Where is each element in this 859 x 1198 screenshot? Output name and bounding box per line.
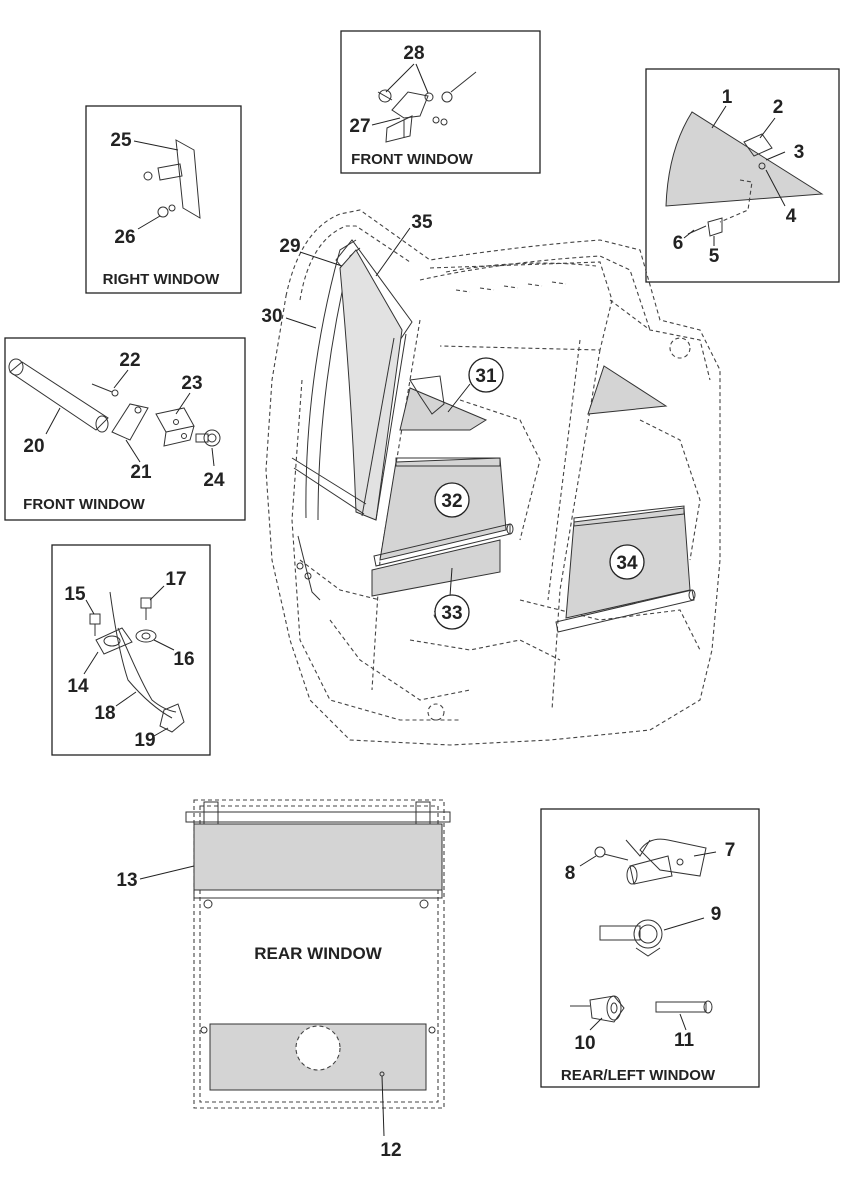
callout-13: 13 <box>116 870 137 891</box>
callout-15: 15 <box>64 584 86 605</box>
callout-1: 1 <box>722 87 733 108</box>
callout-17: 17 <box>165 569 186 590</box>
callout-26: 26 <box>114 227 135 248</box>
callout-3: 3 <box>794 142 805 163</box>
latch-panel: 15 17 16 14 18 19 <box>51 544 211 756</box>
callout-14: 14 <box>67 676 89 697</box>
callout-6: 6 <box>673 233 684 254</box>
rear-window: REAR WINDOW 13 12 <box>116 799 451 1161</box>
callout-4: 4 <box>786 206 797 227</box>
callout-22: 22 <box>119 350 140 371</box>
callout-20: 20 <box>23 436 44 457</box>
callout-8: 8 <box>565 863 576 884</box>
callout-29: 29 <box>279 236 300 257</box>
front-window-top-caption: FRONT WINDOW <box>351 151 473 168</box>
callout-30: 30 <box>261 306 282 327</box>
cab-body: 29 30 35 31 32 33 34 <box>261 209 721 746</box>
callout-12: 12 <box>380 1140 401 1161</box>
callout-34: 34 <box>616 553 638 574</box>
callout-19: 19 <box>134 730 155 751</box>
front-window-left-panel: 22 23 20 21 24 FRONT WINDOW <box>4 337 246 521</box>
callout-23: 23 <box>181 373 202 394</box>
callout-9: 9 <box>711 904 722 925</box>
right-window-caption: RIGHT WINDOW <box>103 271 220 288</box>
front-window-left-caption: FRONT WINDOW <box>23 496 145 513</box>
right-window-panel: 25 26 RIGHT WINDOW <box>85 105 242 294</box>
callout-7: 7 <box>725 840 736 861</box>
callout-27: 27 <box>349 116 370 137</box>
callout-11: 11 <box>674 1030 695 1051</box>
callout-24: 24 <box>203 470 225 491</box>
callout-21: 21 <box>130 462 152 483</box>
rear-left-window-caption: REAR/LEFT WINDOW <box>561 1067 716 1084</box>
callout-35: 35 <box>411 212 433 233</box>
callout-2: 2 <box>773 97 784 118</box>
callout-32: 32 <box>441 491 462 512</box>
callout-5: 5 <box>709 246 720 267</box>
rear-left-window-panel: 7 8 9 10 11 REAR/LEFT WINDOW <box>540 808 760 1088</box>
right-glass-panel: 1 2 3 4 5 6 <box>645 68 840 283</box>
callout-33: 33 <box>441 603 462 624</box>
rear-window-label: REAR WINDOW <box>254 944 382 963</box>
callout-25: 25 <box>110 130 132 151</box>
front-window-top-panel: 28 27 FRONT WINDOW <box>340 30 541 174</box>
callout-18: 18 <box>94 703 115 724</box>
callout-28: 28 <box>403 43 424 64</box>
callout-16: 16 <box>173 649 194 670</box>
callout-31: 31 <box>475 366 497 387</box>
callout-10: 10 <box>574 1033 595 1054</box>
